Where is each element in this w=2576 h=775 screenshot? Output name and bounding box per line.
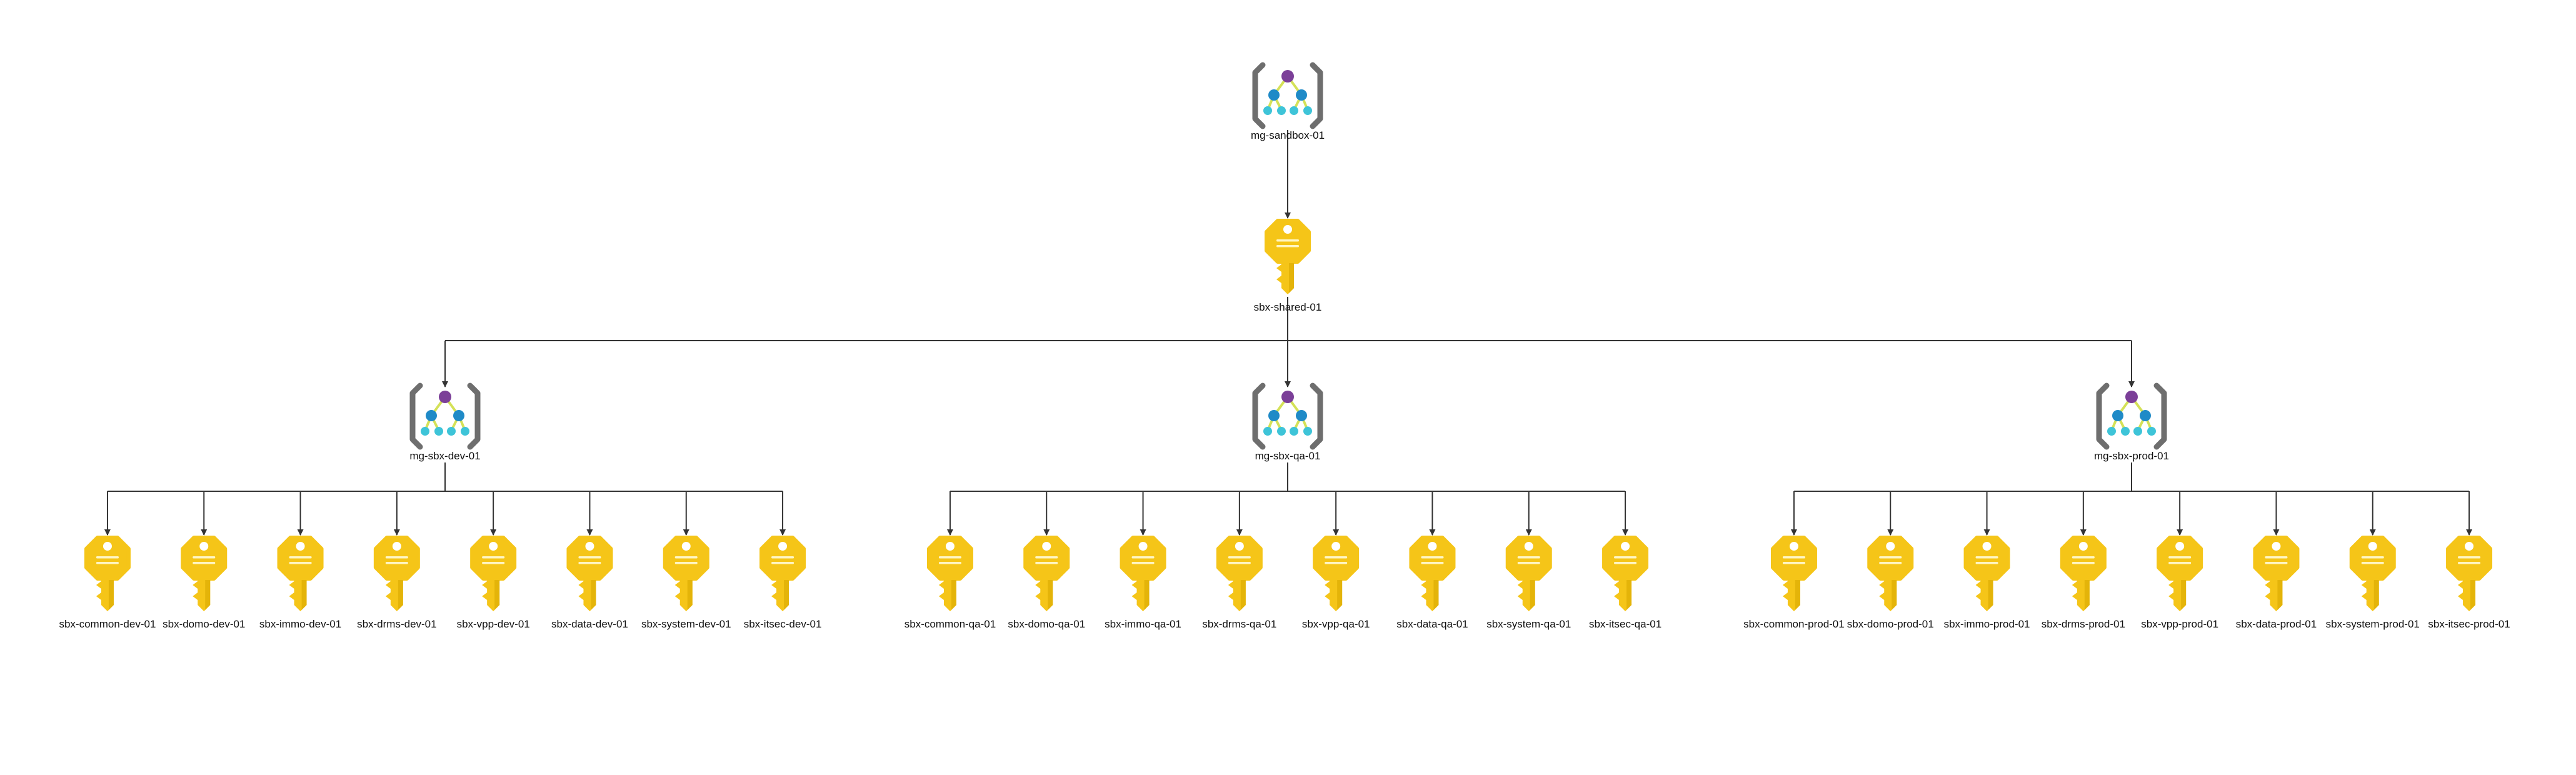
subscription-key-icon[interactable] bbox=[926, 536, 973, 611]
management-group-label: mg-sbx-prod-01 bbox=[2094, 450, 2169, 462]
subscription-label: sbx-domo-qa-01 bbox=[1008, 618, 1085, 630]
subscription-key-icon[interactable] bbox=[759, 536, 806, 611]
subscription-key-icon[interactable] bbox=[1963, 536, 2010, 611]
subscription-label: sbx-system-dev-01 bbox=[641, 618, 731, 630]
subscription-key-icon[interactable] bbox=[1867, 536, 1914, 611]
management-group-icon[interactable] bbox=[2096, 382, 2167, 450]
subscription-label: sbx-itsec-prod-01 bbox=[2428, 618, 2510, 630]
subscription-label: sbx-common-prod-01 bbox=[1743, 618, 1845, 630]
subscription-key-icon[interactable] bbox=[1770, 536, 1817, 611]
subscription-label: sbx-immo-prod-01 bbox=[1944, 618, 2030, 630]
subscription-label: sbx-immo-qa-01 bbox=[1105, 618, 1181, 630]
subscription-label: sbx-vpp-prod-01 bbox=[2141, 618, 2218, 630]
subscription-label: sbx-system-qa-01 bbox=[1486, 618, 1571, 630]
subscription-label: sbx-data-qa-01 bbox=[1396, 618, 1468, 630]
subscription-label: sbx-system-prod-01 bbox=[2326, 618, 2420, 630]
management-group-label: mg-sbx-qa-01 bbox=[1255, 450, 1321, 462]
diagram-nodes: mg-sandbox-01 sbx-shared-01 mg-sbx-dev-01 s… bbox=[59, 62, 2510, 630]
subscription-label: sbx-domo-prod-01 bbox=[1847, 618, 1934, 630]
subscription-key-icon[interactable] bbox=[277, 536, 324, 611]
management-group-icon[interactable] bbox=[1252, 62, 1323, 129]
subscription-key-icon[interactable] bbox=[2446, 536, 2493, 611]
management-group-icon[interactable] bbox=[1252, 382, 1323, 450]
subscription-label: sbx-data-prod-01 bbox=[2236, 618, 2317, 630]
subscription-label: sbx-common-qa-01 bbox=[905, 618, 996, 630]
subscription-label: sbx-data-dev-01 bbox=[551, 618, 628, 630]
subscription-key-icon[interactable] bbox=[2253, 536, 2300, 611]
subscription-label: sbx-drms-prod-01 bbox=[2042, 618, 2125, 630]
subscription-label: sbx-common-dev-01 bbox=[59, 618, 156, 630]
shared-subscription-label: sbx-shared-01 bbox=[1254, 301, 1322, 313]
connector-lines bbox=[104, 130, 2473, 536]
subscription-label: sbx-domo-dev-01 bbox=[163, 618, 245, 630]
subscription-key-icon[interactable] bbox=[470, 536, 517, 611]
management-group-label: mg-sbx-dev-01 bbox=[409, 450, 480, 462]
subscription-label: sbx-itsec-qa-01 bbox=[1589, 618, 1661, 630]
subscription-key-icon[interactable] bbox=[2157, 536, 2203, 611]
subscription-label: sbx-drms-dev-01 bbox=[357, 618, 437, 630]
subscription-label: sbx-immo-dev-01 bbox=[259, 618, 341, 630]
subscription-key-icon[interactable] bbox=[1505, 536, 1552, 611]
subscription-key-icon[interactable] bbox=[1216, 536, 1263, 611]
management-group-label: mg-sandbox-01 bbox=[1251, 129, 1325, 141]
subscription-key-icon[interactable] bbox=[84, 536, 131, 611]
management-group-icon[interactable] bbox=[409, 382, 481, 450]
subscription-label: sbx-itsec-dev-01 bbox=[744, 618, 822, 630]
subscription-key-icon[interactable] bbox=[2060, 536, 2107, 611]
subscription-key-icon[interactable] bbox=[1120, 536, 1166, 611]
subscription-label: sbx-vpp-qa-01 bbox=[1302, 618, 1370, 630]
subscription-key-icon[interactable] bbox=[1023, 536, 1070, 611]
subscription-key-icon[interactable] bbox=[1313, 536, 1360, 611]
subscription-key-icon[interactable] bbox=[1409, 536, 1456, 611]
subscription-key-icon[interactable] bbox=[373, 536, 420, 611]
subscription-key-icon[interactable] bbox=[663, 536, 709, 611]
subscription-key-icon[interactable] bbox=[566, 536, 613, 611]
subscription-label: sbx-vpp-dev-01 bbox=[457, 618, 530, 630]
subscription-key-icon[interactable] bbox=[2349, 536, 2396, 611]
subscription-key-icon[interactable] bbox=[181, 536, 228, 611]
subscription-key-icon[interactable] bbox=[1265, 219, 1311, 294]
subscription-label: sbx-drms-qa-01 bbox=[1202, 618, 1276, 630]
subscription-key-icon[interactable] bbox=[1602, 536, 1649, 611]
